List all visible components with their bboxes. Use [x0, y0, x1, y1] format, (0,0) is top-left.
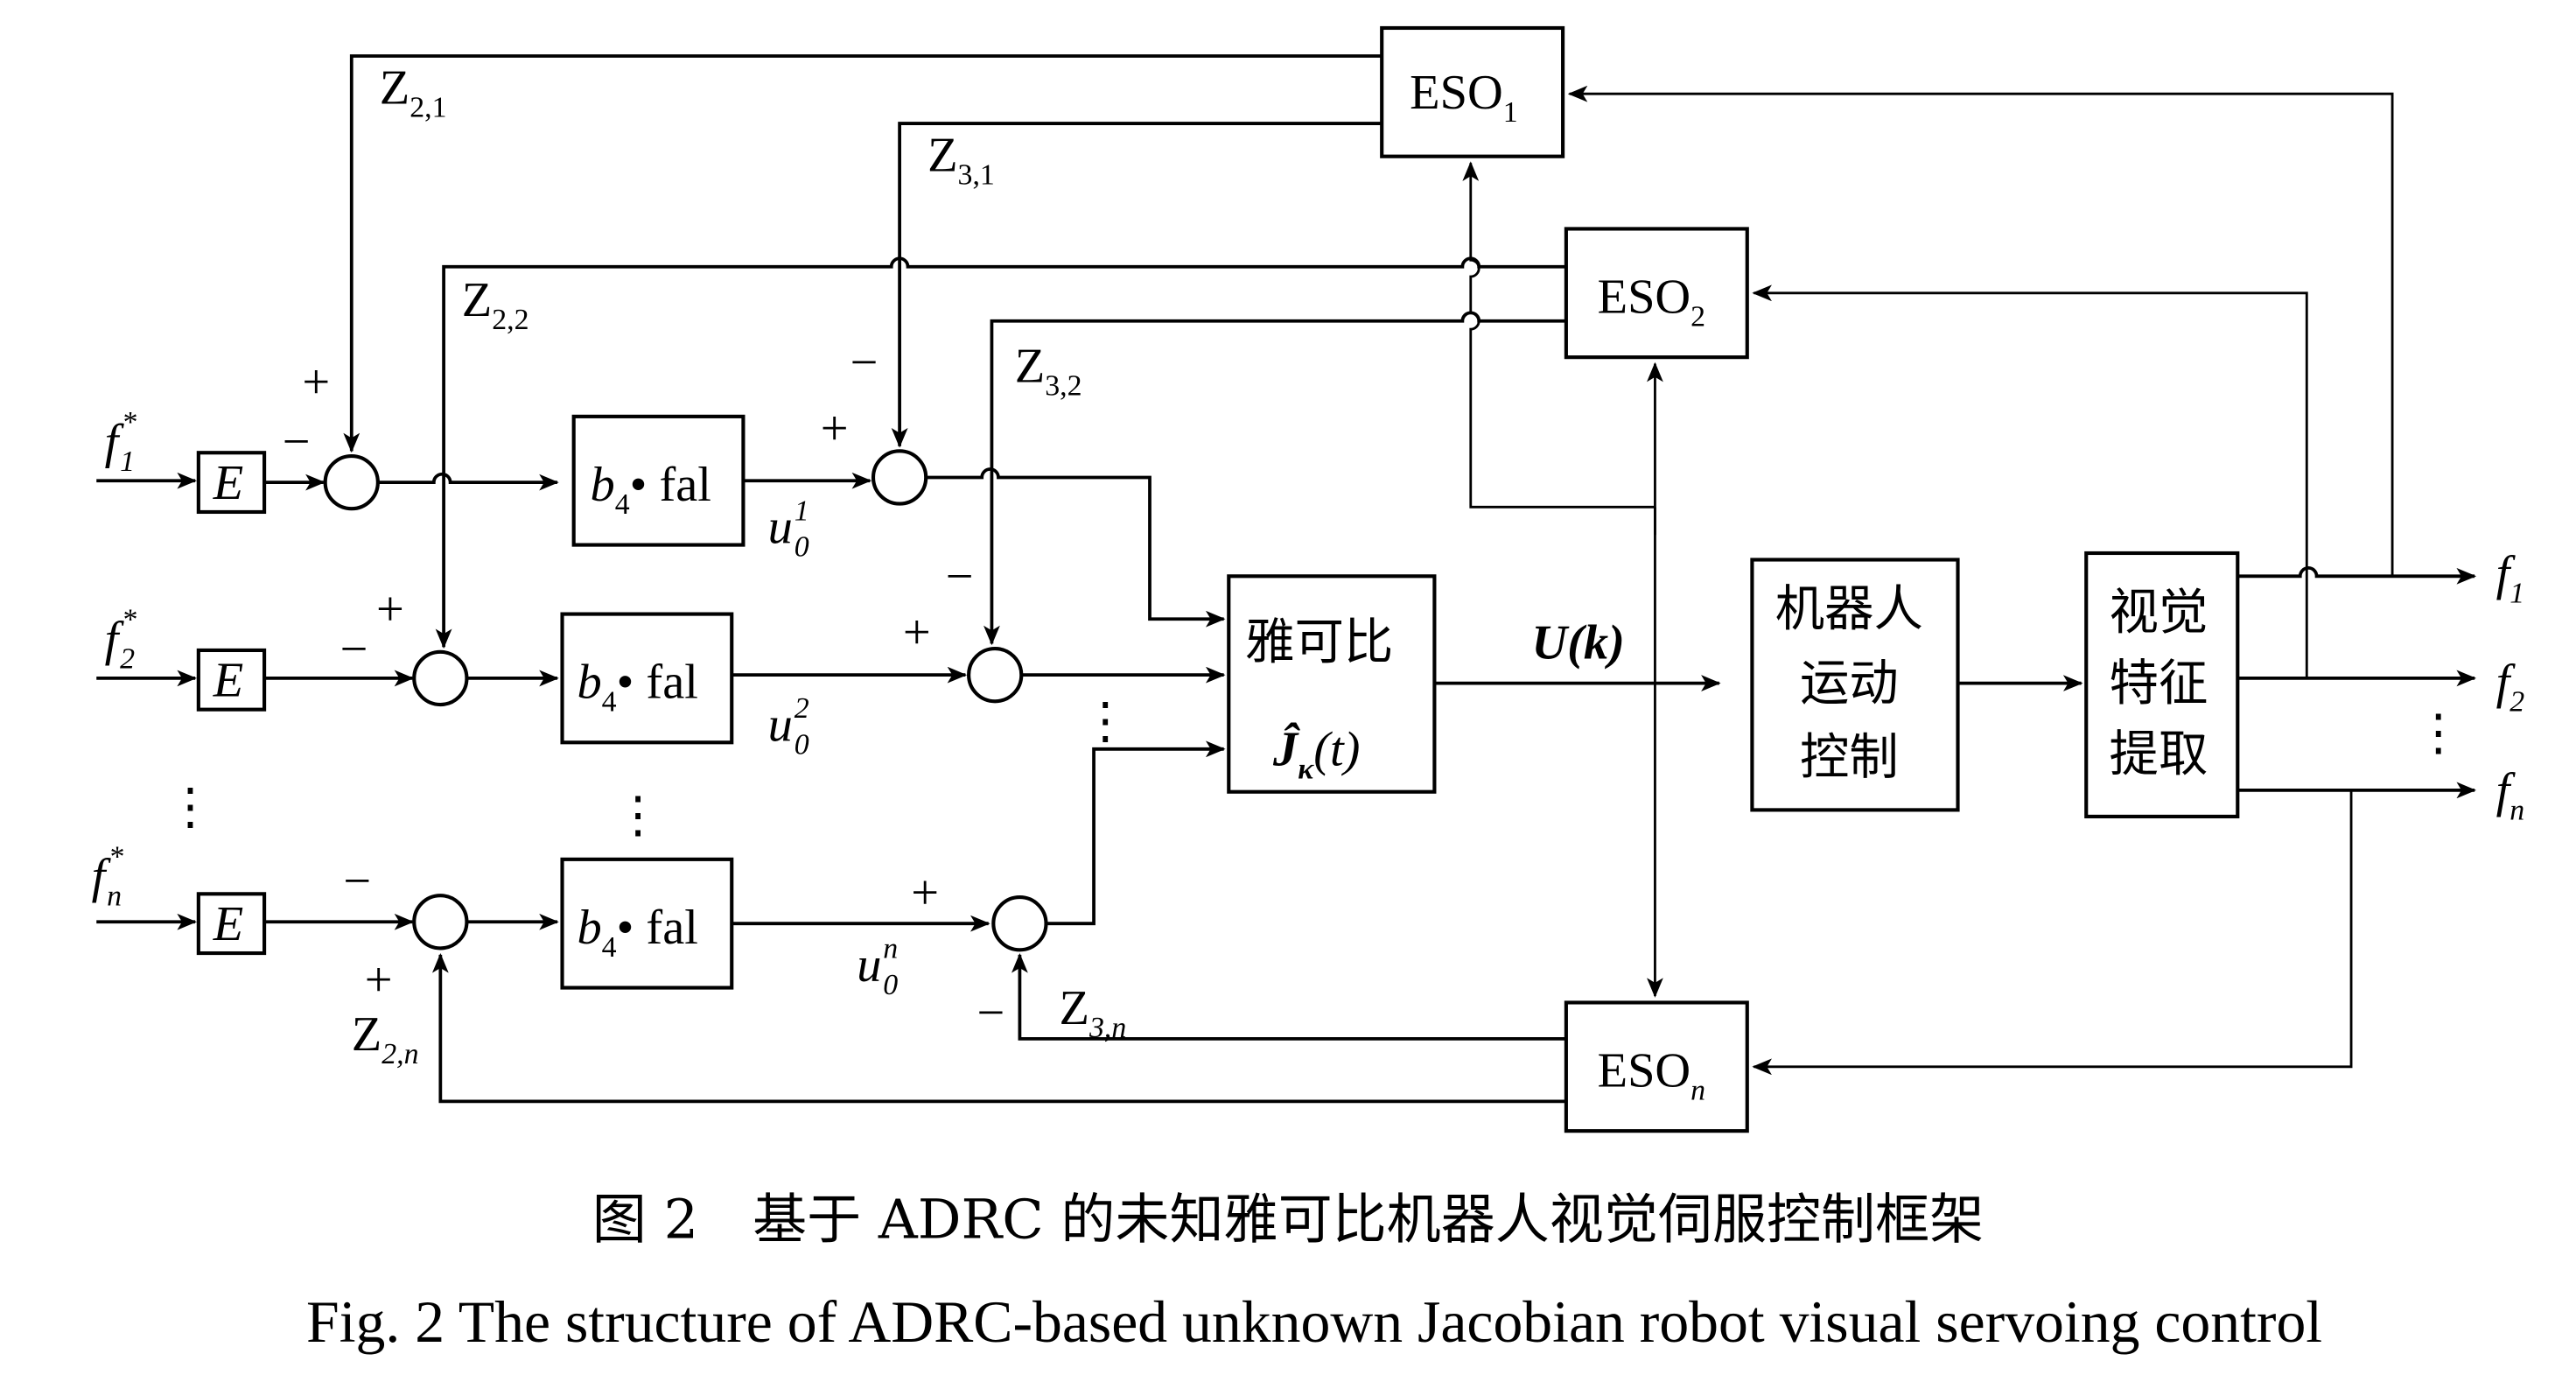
ellipsis-outputs: ⋮: [2414, 706, 2463, 761]
jacobian-estimate-label: Ĵκ(t): [1272, 722, 1360, 786]
e-block-label-1: E: [213, 456, 243, 510]
fal-block-label-1: b4• fal: [591, 458, 711, 521]
ellipsis-fal: ⋮: [613, 789, 662, 843]
vision-block-line: 视觉: [2110, 585, 2208, 642]
sign-plus: +: [302, 355, 330, 410]
jacobian-block: [1227, 574, 1437, 794]
e-block-label-n: E: [213, 897, 243, 951]
output-label-1: f1: [2496, 546, 2525, 609]
sign-minus: −: [850, 336, 878, 390]
sign-plus: +: [365, 953, 393, 1007]
sign-minus: −: [283, 415, 311, 469]
fal-block-n: [560, 857, 734, 990]
eso-block-1: [1380, 25, 1565, 158]
vision-block-line: 特征: [2110, 655, 2208, 712]
vision-block-line: 提取: [2110, 726, 2208, 782]
fal-block-1: [571, 414, 746, 547]
z21-label: Z2,1: [380, 60, 447, 123]
robot-motion-control-block: [1750, 558, 1960, 812]
f2-to-eso2-feedback: [1752, 284, 2308, 678]
input-label-1: f*1: [105, 406, 136, 478]
z3n-feedback: [1012, 953, 1566, 1041]
z31-feedback: [891, 122, 1382, 448]
sign-plus: +: [903, 606, 931, 660]
eso-block-2: [1564, 227, 1749, 360]
e-block-label-2: E: [213, 654, 243, 708]
eso-label-2: ESO2: [1598, 270, 1705, 333]
figure-caption-zh: 图 2 基于 ADRC 的未知雅可比机器人视觉伺服控制框架: [592, 1187, 1984, 1251]
z2n-feedback: [431, 953, 1566, 1104]
robot-block-line: 机器人: [1775, 581, 1923, 638]
sum-junction-na: [412, 894, 469, 951]
sum-to-jacobian-arrow-n: [1046, 740, 1226, 926]
ellipsis-mid: ⋮: [1081, 695, 1130, 749]
fal-block-label-n: b4• fal: [577, 901, 697, 964]
sum-junction-1b: [871, 449, 928, 506]
z22-label: Z2,2: [462, 273, 529, 336]
output-arrow-1: [2237, 566, 2477, 585]
sign-minus: −: [946, 550, 974, 604]
z3n-label: Z3,n: [1060, 981, 1127, 1044]
z32-label: Z3,2: [1015, 339, 1082, 402]
fal-block-2: [560, 612, 734, 745]
f1-to-eso1-feedback: [1567, 85, 2394, 577]
eso-block-n: [1564, 1000, 1749, 1133]
sum-junction-2b: [967, 647, 1024, 704]
sign-plus: +: [376, 583, 404, 637]
e-block-1: [196, 451, 267, 515]
visual-feature-extraction-block: [2084, 551, 2240, 818]
sign-plus: +: [911, 866, 939, 920]
z21-feedback: [343, 54, 1382, 453]
sign-minus: −: [343, 854, 371, 908]
fal-block-label-2: b4• fal: [577, 656, 697, 719]
input-label-n: f*n: [92, 840, 123, 912]
z31-label: Z3,1: [928, 129, 995, 192]
control-output-label: U(k): [1531, 615, 1625, 670]
output-label-n: fn: [2496, 764, 2525, 827]
output-label-2: f2: [2496, 656, 2525, 719]
z2n-label: Z2,n: [352, 1007, 419, 1070]
input-label-2: f*2: [105, 604, 136, 676]
z22-feedback: [435, 256, 1566, 649]
sum-junction-nb: [991, 895, 1048, 952]
sum-junction-2a: [412, 649, 469, 707]
robot-block-line: 控制: [1800, 729, 1899, 786]
figure-caption-en: Fig. 2 The structure of ADRC-based unkno…: [306, 1289, 2322, 1355]
sum-junction-1a: [323, 453, 380, 511]
sign-minus: −: [340, 622, 368, 677]
jacobian-block-title: 雅可比: [1245, 614, 1393, 670]
ellipsis-inputs: ⋮: [165, 780, 214, 834]
sign-plus: +: [821, 402, 849, 456]
z32-feedback: [984, 311, 1566, 646]
sum-to-fal-arrow-1: [377, 472, 559, 491]
eso-label-1: ESO1: [1410, 66, 1517, 129]
fn-to-eson-feedback: [1752, 789, 2353, 1076]
robot-block-line: 运动: [1800, 655, 1899, 712]
eso-label-n: ESOn: [1598, 1043, 1705, 1106]
sign-minus: −: [977, 986, 1005, 1041]
